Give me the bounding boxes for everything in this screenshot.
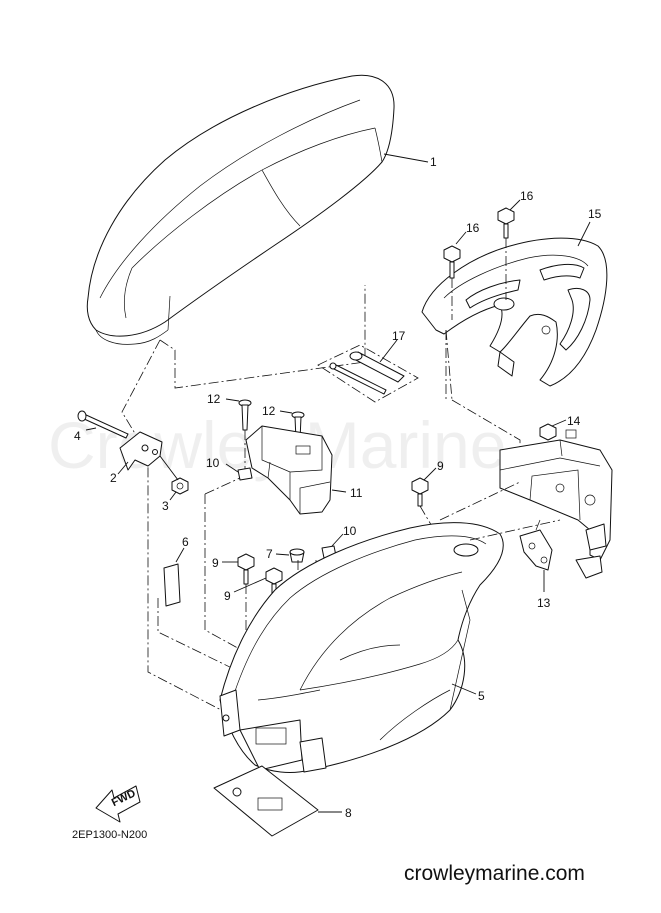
bolt-16-right[interactable]: [497, 207, 515, 239]
hinge-13[interactable]: [519, 519, 553, 571]
callout-3[interactable]: 3: [162, 499, 169, 513]
tool-kit[interactable]: [317, 344, 419, 403]
label-6[interactable]: [163, 563, 181, 607]
callout-15[interactable]: 15: [588, 207, 602, 221]
callout-5[interactable]: 5: [478, 689, 485, 703]
callout-10-left[interactable]: 10: [206, 456, 220, 470]
screw-12-left[interactable]: [238, 399, 252, 431]
mat-8[interactable]: [213, 765, 319, 837]
callout-13[interactable]: 13: [537, 596, 551, 610]
callout-9-upper[interactable]: 9: [212, 556, 219, 570]
nut-3[interactable]: [171, 477, 189, 495]
callout-12-left[interactable]: 12: [207, 392, 221, 406]
bracket-2[interactable]: [119, 431, 163, 471]
bolt-16-left[interactable]: [443, 245, 461, 279]
callout-1[interactable]: 1: [430, 155, 437, 169]
grommet-7[interactable]: [289, 548, 305, 563]
callout-12-right[interactable]: 12: [262, 404, 276, 418]
callout-16-left[interactable]: 16: [466, 221, 480, 235]
callout-8[interactable]: 8: [345, 806, 352, 820]
callout-9-lower[interactable]: 9: [224, 589, 231, 603]
battery-cover[interactable]: [245, 425, 333, 515]
bolt-9-right[interactable]: [411, 477, 429, 507]
fwd-arrow-icon: [95, 785, 141, 823]
callout-7[interactable]: 7: [266, 547, 273, 561]
callout-6[interactable]: 6: [182, 535, 189, 549]
clip-10-left[interactable]: [237, 467, 253, 481]
rear-frame-bracket[interactable]: [499, 429, 613, 579]
callout-9-right[interactable]: 9: [437, 459, 444, 473]
seat[interactable]: [86, 74, 395, 345]
bolt-9-upper[interactable]: [237, 553, 255, 585]
diagram-code: 2EP1300-N200: [72, 829, 147, 841]
callout-4[interactable]: 4: [74, 429, 81, 443]
grab-bar[interactable]: [421, 237, 608, 387]
website-label[interactable]: crowleymarine.com: [404, 862, 585, 885]
callout-16-right[interactable]: 16: [520, 189, 534, 203]
pin-4[interactable]: [77, 410, 129, 439]
callout-17[interactable]: 17: [392, 329, 406, 343]
storage-box[interactable]: [219, 522, 504, 773]
callout-11[interactable]: 11: [350, 486, 363, 500]
callout-14[interactable]: 14: [567, 414, 581, 428]
bolt-14[interactable]: [539, 423, 557, 441]
callout-2[interactable]: 2: [110, 471, 117, 485]
callout-10-right[interactable]: 10: [343, 524, 357, 538]
